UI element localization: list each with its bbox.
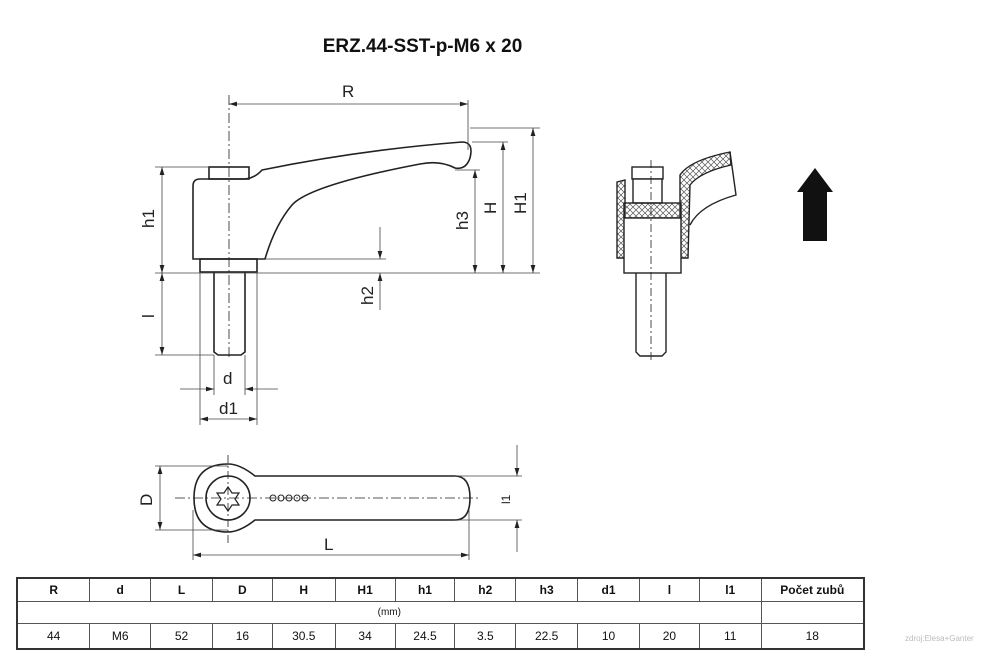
table-unit-row: (mm) [16,601,865,624]
label-H1: H1 [511,192,530,214]
header-cell: D [211,577,273,602]
label-D: D [137,494,156,506]
label-d: d [223,369,232,388]
label-h3: h3 [453,211,472,230]
empty-cell [760,601,865,624]
label-l1: l1 [499,494,513,504]
value-cell: 16 [211,623,273,650]
value-cell: 22.5 [515,623,579,650]
header-cell: d1 [577,577,640,602]
value-cell: 24.5 [394,623,456,650]
value-cell: 52 [150,623,213,650]
header-cell: L [150,577,213,602]
source-credit: zdroj:Elesa+Ganter [905,634,974,643]
header-cell: h1 [394,577,456,602]
value-cell: 30.5 [271,623,336,650]
header-cell: h3 [515,577,579,602]
label-H: H [481,202,500,214]
value-cell: 11 [698,623,762,650]
value-cell: 44 [16,623,91,650]
header-cell: H [271,577,336,602]
header-cell: l [638,577,700,602]
value-cell: 34 [334,623,396,650]
table-header-row: R d L D H H1 h1 h2 h3 d1 l l1 Počet zubů [16,577,865,602]
section-view [616,151,737,362]
technical-drawing: R h1 l d d1 h2 h3 H H1 D L l1 [137,82,833,560]
side-dimensions [155,100,540,425]
drawing-title: ERZ.44-SST-p-M6 x 20 [322,36,523,57]
header-cell: R [16,577,91,602]
header-cell: H1 [334,577,396,602]
top-dimensions [155,445,522,560]
table-row: 44 M6 52 16 30.5 34 24.5 3.5 22.5 10 20 … [16,623,865,650]
header-cell: d [89,577,152,602]
label-d1: d1 [219,399,238,418]
value-cell: 20 [638,623,700,650]
value-cell: 3.5 [454,623,517,650]
header-cell: Počet zubů [760,577,865,602]
label-h1: h1 [139,209,158,228]
side-view [192,95,472,360]
top-view [175,455,480,545]
label-L: L [324,535,333,554]
dimensions-table: R d L D H H1 h1 h2 h3 d1 l l1 Počet zubů… [16,577,865,650]
unit-cell: (mm) [16,601,762,624]
value-cell: 10 [577,623,640,650]
label-R: R [342,82,354,101]
header-cell: l1 [698,577,762,602]
label-h2: h2 [358,286,377,305]
label-l: l [139,314,158,318]
direction-arrow-icon [797,168,833,241]
value-cell: M6 [89,623,152,650]
value-cell: 18 [760,623,865,650]
header-cell: h2 [454,577,517,602]
